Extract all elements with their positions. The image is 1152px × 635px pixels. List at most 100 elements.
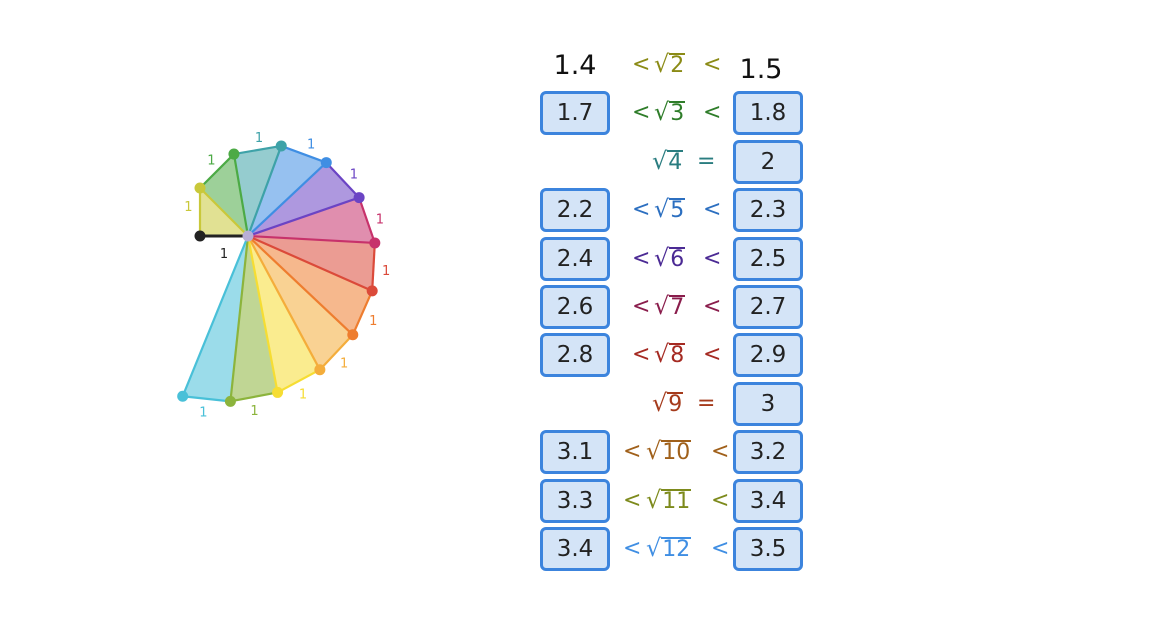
spiral-vertex-2 xyxy=(228,148,240,160)
square-root-expression: √5 xyxy=(654,195,686,224)
equals-sign: = xyxy=(697,148,716,174)
radical-sign-icon: √ xyxy=(654,195,670,224)
radicand-value: 12 xyxy=(661,537,692,562)
less-than-sign: < xyxy=(632,100,651,126)
radical-sign-icon: √ xyxy=(646,485,662,514)
spiral-edge-label-10: 1 xyxy=(299,387,307,402)
comparison-row-6: 2.6<√7<2.7 xyxy=(0,285,1152,333)
spiral-vertex-6 xyxy=(369,237,381,249)
spiral-triangle-5 xyxy=(248,162,360,236)
square-root-expression: √6 xyxy=(654,243,686,272)
radical-sign-icon: √ xyxy=(654,98,670,127)
radical-sign-icon: √ xyxy=(646,437,662,466)
spiral-unit-edge-5 xyxy=(325,161,360,199)
spiral-spoke-7 xyxy=(247,234,373,292)
upper-bound-box: 2 xyxy=(733,139,803,184)
square-root-expression: √2 xyxy=(654,50,686,78)
radicand-value: 2 xyxy=(669,53,686,78)
spiral-unit-edge-8 xyxy=(351,290,374,336)
square-root-expression: √9 xyxy=(652,388,684,417)
radical-sign-icon: √ xyxy=(654,243,670,272)
spiral-vertex-9 xyxy=(314,364,326,376)
less-than-sign: < xyxy=(711,487,730,513)
spiral-spoke-2 xyxy=(232,153,250,237)
spiral-edge-label-11: 1 xyxy=(250,404,258,419)
radicand-value: 3 xyxy=(669,101,686,127)
radical-sign-icon: √ xyxy=(654,340,670,369)
spiral-unit-edge-11 xyxy=(230,391,278,403)
radical-sign-icon: √ xyxy=(646,534,662,562)
spiral-spoke-9 xyxy=(247,235,321,371)
sqrt-comparison: <√12< xyxy=(0,527,1152,571)
spiral-spoke-6 xyxy=(247,234,375,245)
square-root-expression: √3 xyxy=(654,98,686,127)
sqrt-comparison: <√7< xyxy=(0,285,1152,329)
spiral-edge-label-2: 1 xyxy=(207,153,215,168)
upper-bound-box: 2.7 xyxy=(733,285,803,329)
radicand-value: 11 xyxy=(661,488,692,514)
spiral-triangle-11 xyxy=(230,236,278,402)
radicand-value: 6 xyxy=(669,246,686,272)
lower-bound-box: 2.8 xyxy=(540,333,610,378)
less-than-sign: < xyxy=(703,342,722,368)
radical-sign-icon: √ xyxy=(652,388,668,417)
spiral-triangle-2 xyxy=(200,154,248,236)
upper-bound-box: 2.9 xyxy=(733,333,803,378)
spiral-vertex-11 xyxy=(224,395,236,407)
spiral-triangle-9 xyxy=(248,236,353,370)
comparison-row-2: 1.7<√3<1.8 xyxy=(0,91,1152,139)
spiral-edge-label-4: 1 xyxy=(307,138,315,153)
radical-sign-icon: √ xyxy=(654,50,670,78)
sqrt-comparison: <√8< xyxy=(0,333,1152,377)
lower-bound-value: 1.4 xyxy=(553,49,597,81)
lower-bound-box: 1.7 xyxy=(540,91,610,136)
spiral-spoke-10 xyxy=(246,235,279,393)
square-root-expression: √7 xyxy=(654,294,686,319)
less-than-sign: < xyxy=(703,294,722,319)
less-than-sign: < xyxy=(711,439,730,465)
comparison-row-8: √9=3 xyxy=(0,381,1152,430)
radicand-value: 9 xyxy=(667,391,684,417)
lower-bound-box: 2.2 xyxy=(540,188,610,233)
spiral-edge-label-9: 1 xyxy=(340,357,348,372)
spiral-triangle-4 xyxy=(248,145,327,236)
spiral-triangle-8 xyxy=(248,236,373,335)
spiral-vertex-0 xyxy=(194,230,206,242)
upper-bound-box: 3.5 xyxy=(733,527,803,571)
spiral-unit-edge-2 xyxy=(199,153,235,189)
spiral-triangle-6 xyxy=(248,197,375,243)
radicand-value: 10 xyxy=(661,440,692,466)
spiral-edge-label-base: 1 xyxy=(220,247,228,262)
spiral-spoke-5 xyxy=(247,196,360,238)
spiral-edge-label-6: 1 xyxy=(376,213,384,228)
spiral-triangle-3 xyxy=(233,145,282,236)
spiral-spoke-3 xyxy=(246,145,283,237)
spiral-vertex-5 xyxy=(353,192,365,204)
less-than-sign: < xyxy=(632,342,651,368)
spiral-unit-edge-6 xyxy=(358,197,376,244)
spiral-edge-label-3: 1 xyxy=(255,131,263,146)
spiral-edge-label-1: 1 xyxy=(184,200,192,215)
radicand-value: 8 xyxy=(669,343,686,369)
upper-bound-box: 2.5 xyxy=(733,236,803,281)
spiral-spoke-1 xyxy=(199,187,249,237)
spiral-unit-edge-3 xyxy=(233,144,282,156)
less-than-sign: < xyxy=(623,536,642,561)
lower-bound-box: 3.4 xyxy=(540,527,610,571)
spiral-triangle-10 xyxy=(248,236,320,393)
less-than-sign: < xyxy=(703,100,722,126)
less-than-sign: < xyxy=(703,197,722,223)
comparison-row-11: 3.4<√12<3.5 xyxy=(0,527,1152,575)
less-than-sign: < xyxy=(632,197,651,223)
upper-bound-box: 2.3 xyxy=(733,188,803,233)
less-than-sign: < xyxy=(711,536,730,561)
spiral-vertex-1 xyxy=(194,182,206,194)
upper-bound-box: 3.4 xyxy=(733,478,803,523)
spiral-unit-edge-10 xyxy=(277,368,321,394)
less-than-sign: < xyxy=(632,245,651,271)
sqrt-comparison: <√3< xyxy=(0,91,1152,135)
less-than-sign: < xyxy=(632,52,651,77)
spiral-spoke-11 xyxy=(229,235,250,402)
less-than-sign: < xyxy=(632,294,651,319)
